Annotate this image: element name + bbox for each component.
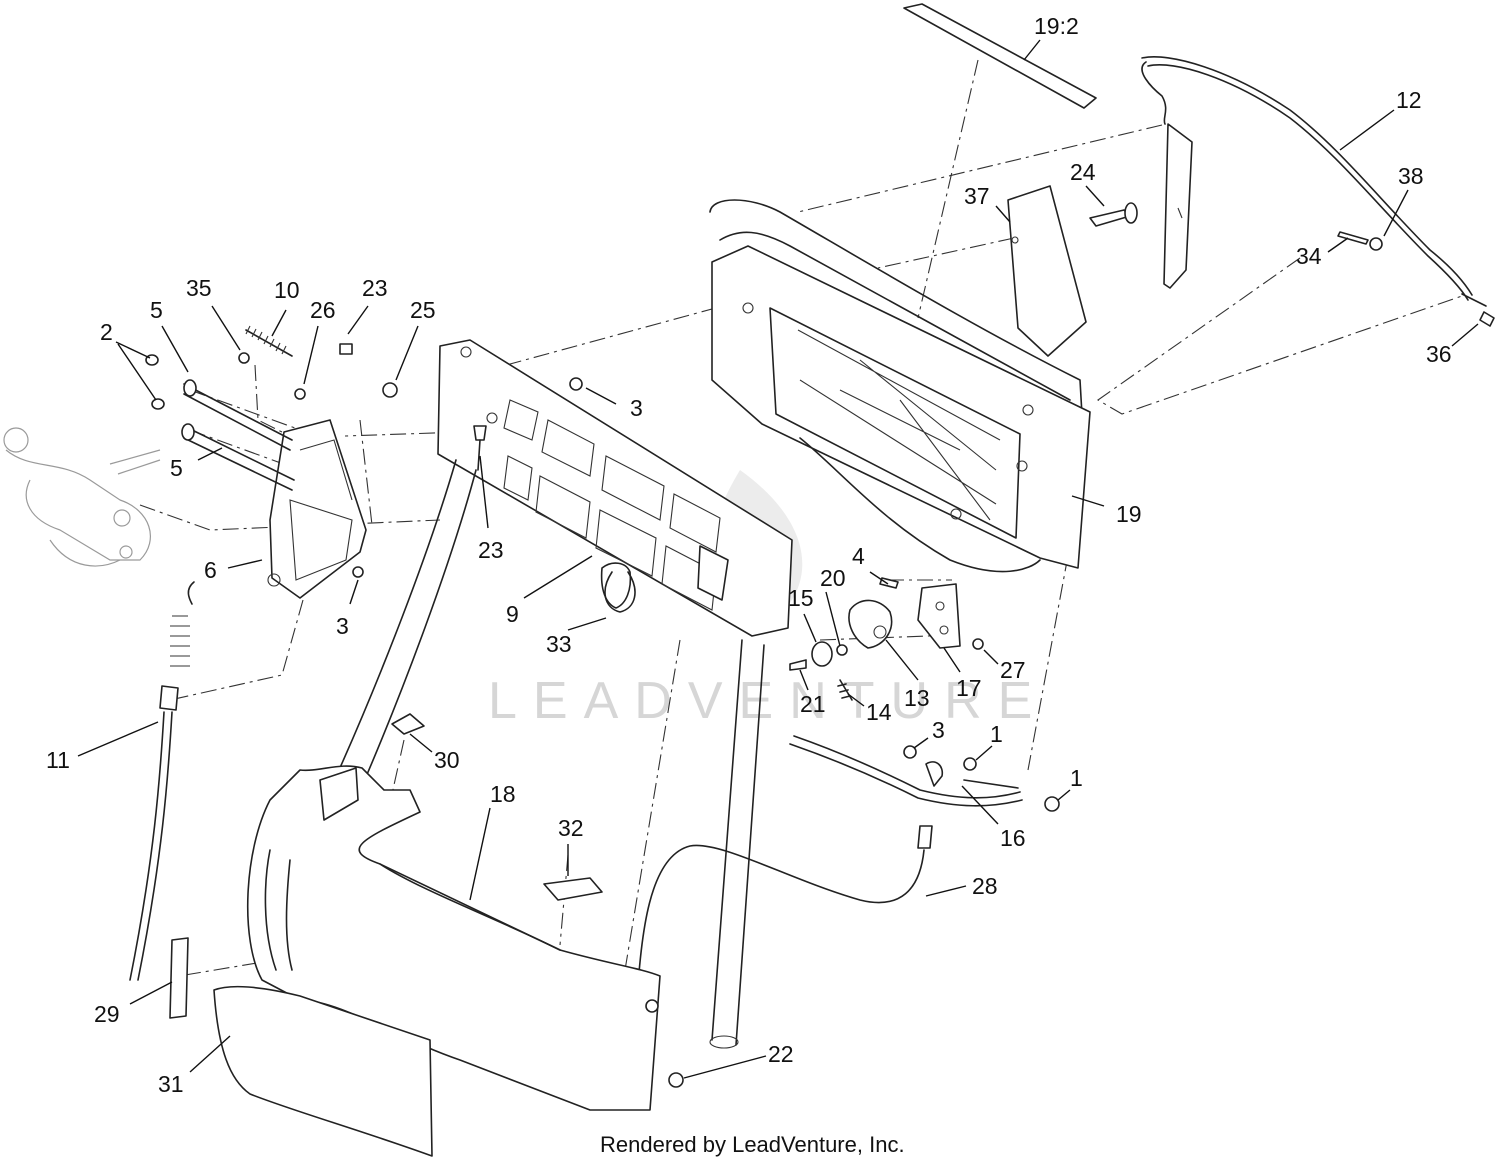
callout-4: 4 (852, 543, 865, 569)
callout-1-upper: 1 (990, 721, 1003, 747)
callout-12: 12 (1396, 87, 1422, 113)
callout-23-top: 23 (362, 275, 388, 301)
callout-29: 29 (94, 1001, 120, 1027)
part-32-decal (543, 877, 603, 901)
callout-36: 36 (1426, 341, 1452, 367)
callout-26: 26 (310, 297, 336, 323)
part-34-38-hardware (1337, 231, 1495, 327)
callout-19-2: 19:2 (1034, 13, 1079, 39)
render-credit: Rendered by LeadVenture, Inc. (600, 1132, 905, 1157)
callout-28: 28 (972, 873, 998, 899)
callout-21: 21 (800, 691, 826, 717)
part-29-decal (169, 937, 189, 1019)
part-30-decal (391, 713, 425, 735)
callout-38: 38 (1398, 163, 1424, 189)
callout-11: 11 (46, 747, 70, 773)
callout-5-lower: 5 (170, 455, 183, 481)
part-9-panel (437, 339, 793, 637)
callout-24: 24 (1070, 159, 1096, 185)
callout-35: 35 (186, 275, 212, 301)
callout-27: 27 (1000, 657, 1026, 683)
callout-18: 18 (490, 781, 516, 807)
engine-assembly (3, 427, 161, 567)
callout-3-bracket: 3 (336, 613, 349, 639)
part-37-plate (1007, 185, 1087, 357)
part-16-rod (789, 735, 1060, 812)
callout-labels: 19:2 12 24 37 38 34 36 35 10 23 26 25 2 … (46, 13, 1452, 1097)
part-11-cable (129, 581, 195, 981)
callout-15: 15 (788, 585, 814, 611)
part-33-clip (604, 571, 636, 613)
part-6-bracket (267, 419, 367, 599)
part-22-bolt (668, 1072, 684, 1088)
part-19-2-strip (903, 3, 1097, 109)
callout-6: 6 (204, 557, 217, 583)
part-19-frame (709, 199, 1091, 573)
callout-10: 10 (274, 277, 300, 303)
callout-33: 33 (546, 631, 572, 657)
part-2-nuts (145, 354, 165, 410)
callout-1-lower: 1 (1070, 765, 1083, 791)
callout-19: 19 (1116, 501, 1142, 527)
upright-tubes (329, 459, 765, 1049)
callout-30: 30 (434, 747, 460, 773)
leader-lines (77, 39, 1479, 1079)
callout-5-upper: 5 (150, 297, 163, 323)
small-hardware (238, 343, 583, 578)
part-10-spring (245, 325, 293, 357)
callout-3-panel: 3 (630, 395, 643, 421)
part-28-cable (635, 825, 933, 1021)
callout-23-panel: 23 (478, 537, 504, 563)
callout-34: 34 (1296, 243, 1322, 269)
callout-14: 14 (866, 699, 892, 725)
part-18-shroud (246, 765, 661, 1111)
callout-32: 32 (558, 815, 584, 841)
part-24-pin (1089, 202, 1138, 227)
lever-group (789, 577, 984, 701)
callout-16: 16 (1000, 825, 1026, 851)
callout-13: 13 (904, 685, 930, 711)
callout-25: 25 (410, 297, 436, 323)
callout-37: 37 (964, 183, 990, 209)
part-5-pins (181, 379, 295, 491)
callout-3-lower: 3 (932, 717, 945, 743)
part-31-plate (213, 985, 433, 1157)
callout-17: 17 (956, 675, 982, 701)
callout-20: 20 (820, 565, 846, 591)
callout-31: 31 (158, 1071, 184, 1097)
part-12-rod (1141, 56, 1487, 307)
callout-22: 22 (768, 1041, 794, 1067)
callout-9: 9 (506, 601, 519, 627)
callout-2: 2 (100, 319, 113, 345)
